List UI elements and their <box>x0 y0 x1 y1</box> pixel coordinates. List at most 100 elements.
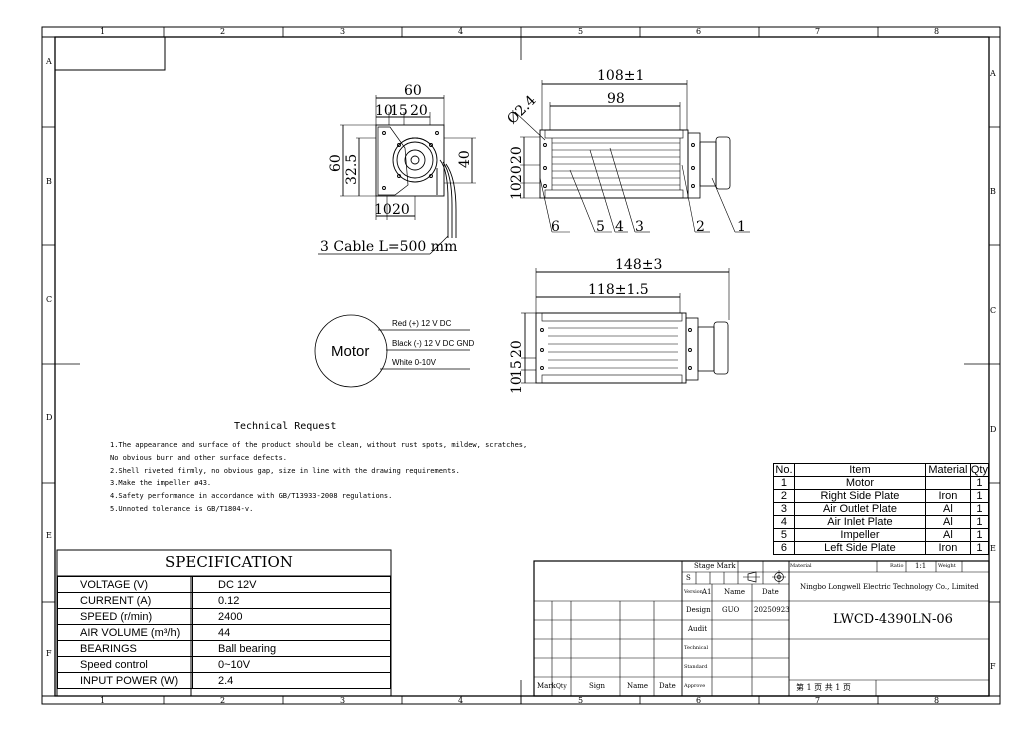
col-marker-bottom-7: 7 <box>815 696 821 705</box>
drawing-number: LWCD-4390LN-06 <box>833 612 953 627</box>
dim-side-inner: 98 <box>607 91 625 107</box>
bom-qty: 1 <box>969 541 990 555</box>
version-value: A1 <box>702 588 712 596</box>
col-marker-7: 7 <box>815 27 821 36</box>
spec-label: VOLTAGE (V) <box>57 576 193 593</box>
spec-label: AIR VOLUME (m³/h) <box>57 624 193 641</box>
row-marker-right-A: A <box>990 69 996 78</box>
bom-qty: 1 <box>969 476 990 490</box>
spec-value: 0.12 <box>192 592 391 609</box>
dim-side-20b: 20 <box>509 165 525 183</box>
table-row: CURRENT (A)0.12 <box>57 592 391 609</box>
tech-line: 3.Make the impeller ø43. <box>110 479 212 488</box>
dim-bottom-20: 20 <box>509 340 525 358</box>
dim-bottom-10: 10 <box>509 376 525 394</box>
design-label: Design <box>686 606 711 614</box>
row-marker-D: D <box>46 413 53 422</box>
design-date: 20250923 <box>754 606 790 614</box>
bom-header-item: Item <box>793 463 927 477</box>
col-marker-bottom-5: 5 <box>578 696 584 705</box>
row-marker-A: A <box>46 57 52 66</box>
rev-header-sign: Sign <box>589 682 606 690</box>
bom-qty: 1 <box>969 528 990 542</box>
ratio-value: 1:1 <box>915 562 927 570</box>
row-marker-right-B: B <box>990 187 996 196</box>
col-marker-bottom-6: 6 <box>696 696 702 705</box>
approve-label: Approve <box>684 683 706 689</box>
row-marker-right-D: D <box>990 425 997 434</box>
weight-label: Weight <box>938 563 956 569</box>
callout-5: 5 <box>596 219 605 235</box>
bom-item: Air Outlet Plate <box>793 502 927 516</box>
bom-item: Impeller <box>793 528 927 542</box>
bom-material: Al <box>925 528 971 542</box>
col-marker-3: 3 <box>340 27 346 36</box>
bom-qty: 1 <box>969 489 990 503</box>
row-marker-C: C <box>46 295 53 304</box>
bom-item: Motor <box>793 476 927 490</box>
col-marker-bottom-4: 4 <box>458 696 464 705</box>
cable-note: 3 Cable L=500 mm <box>320 239 458 255</box>
sheet-number: 第 1 页 共 1 页 <box>796 683 851 692</box>
callout-4: 4 <box>615 219 624 235</box>
bom-material: Iron <box>925 489 971 503</box>
table-row: AIR VOLUME (m³/h)44 <box>57 624 391 641</box>
spec-value: 2400 <box>192 608 391 625</box>
spec-value: 44 <box>192 624 391 641</box>
title-block-frame <box>533 560 990 697</box>
spec-label: INPUT POWER (W) <box>57 672 193 689</box>
motor-wiring-diagram <box>314 314 470 388</box>
dim-side-20: 20 <box>509 146 525 164</box>
col-marker-bottom-3: 3 <box>340 696 346 705</box>
col-marker-4: 4 <box>458 27 464 36</box>
callout-6: 6 <box>551 219 560 235</box>
bom-material: Al <box>925 502 971 516</box>
bom-no: 1 <box>773 476 795 490</box>
bom-item: Air Inlet Plate <box>793 515 927 529</box>
row-marker-right-F: F <box>990 662 996 671</box>
col-marker-2: 2 <box>220 27 226 36</box>
table-row: INPUT POWER (W)2.4 <box>57 672 391 689</box>
motor-label: Motor <box>331 343 370 360</box>
tech-line: 5.Unnoted tolerance is GB/T1804-v. <box>110 504 254 513</box>
dim-bottom-overall: 148±3 <box>615 257 663 273</box>
bottom-view <box>521 268 730 384</box>
row-marker-right-C: C <box>990 306 997 315</box>
front-view <box>318 95 476 255</box>
tech-line: 4.Safety performance in accordance with … <box>110 492 393 501</box>
callout-2: 2 <box>696 219 705 235</box>
spec-value: DC 12V <box>192 576 391 593</box>
wire-white: White 0-10V <box>392 358 437 367</box>
corner-box <box>54 36 166 71</box>
col-marker-1: 1 <box>100 27 106 36</box>
rev-header-mark: Mark <box>537 682 556 690</box>
dim-front-bottom-20: 20 <box>392 202 410 218</box>
dim-front-20: 20 <box>410 103 428 119</box>
callout-3: 3 <box>635 219 644 235</box>
table-row: SPEED (r/min)2400 <box>57 608 391 625</box>
bom-item: Right Side Plate <box>793 489 927 503</box>
stage-s: S <box>686 574 691 582</box>
row-marker-right-E: E <box>990 544 996 553</box>
bom-material: Iron <box>925 541 971 555</box>
bom-item: Left Side Plate <box>793 541 927 555</box>
standard-label: Standard <box>684 664 708 670</box>
callout-1: 1 <box>737 219 746 235</box>
dim-side-overall: 108±1 <box>597 68 645 84</box>
audit-label: Audit <box>688 625 708 633</box>
spec-value: 2.4 <box>192 672 391 689</box>
dim-front-center: 32.5 <box>344 153 360 185</box>
material-label: Material <box>790 563 812 569</box>
bom-header-no: No. <box>773 463 795 477</box>
spec-table: VOLTAGE (V)DC 12V CURRENT (A)0.12 SPEED … <box>57 576 391 689</box>
col-marker-8: 8 <box>934 27 940 36</box>
bom-qty: 1 <box>969 502 990 516</box>
